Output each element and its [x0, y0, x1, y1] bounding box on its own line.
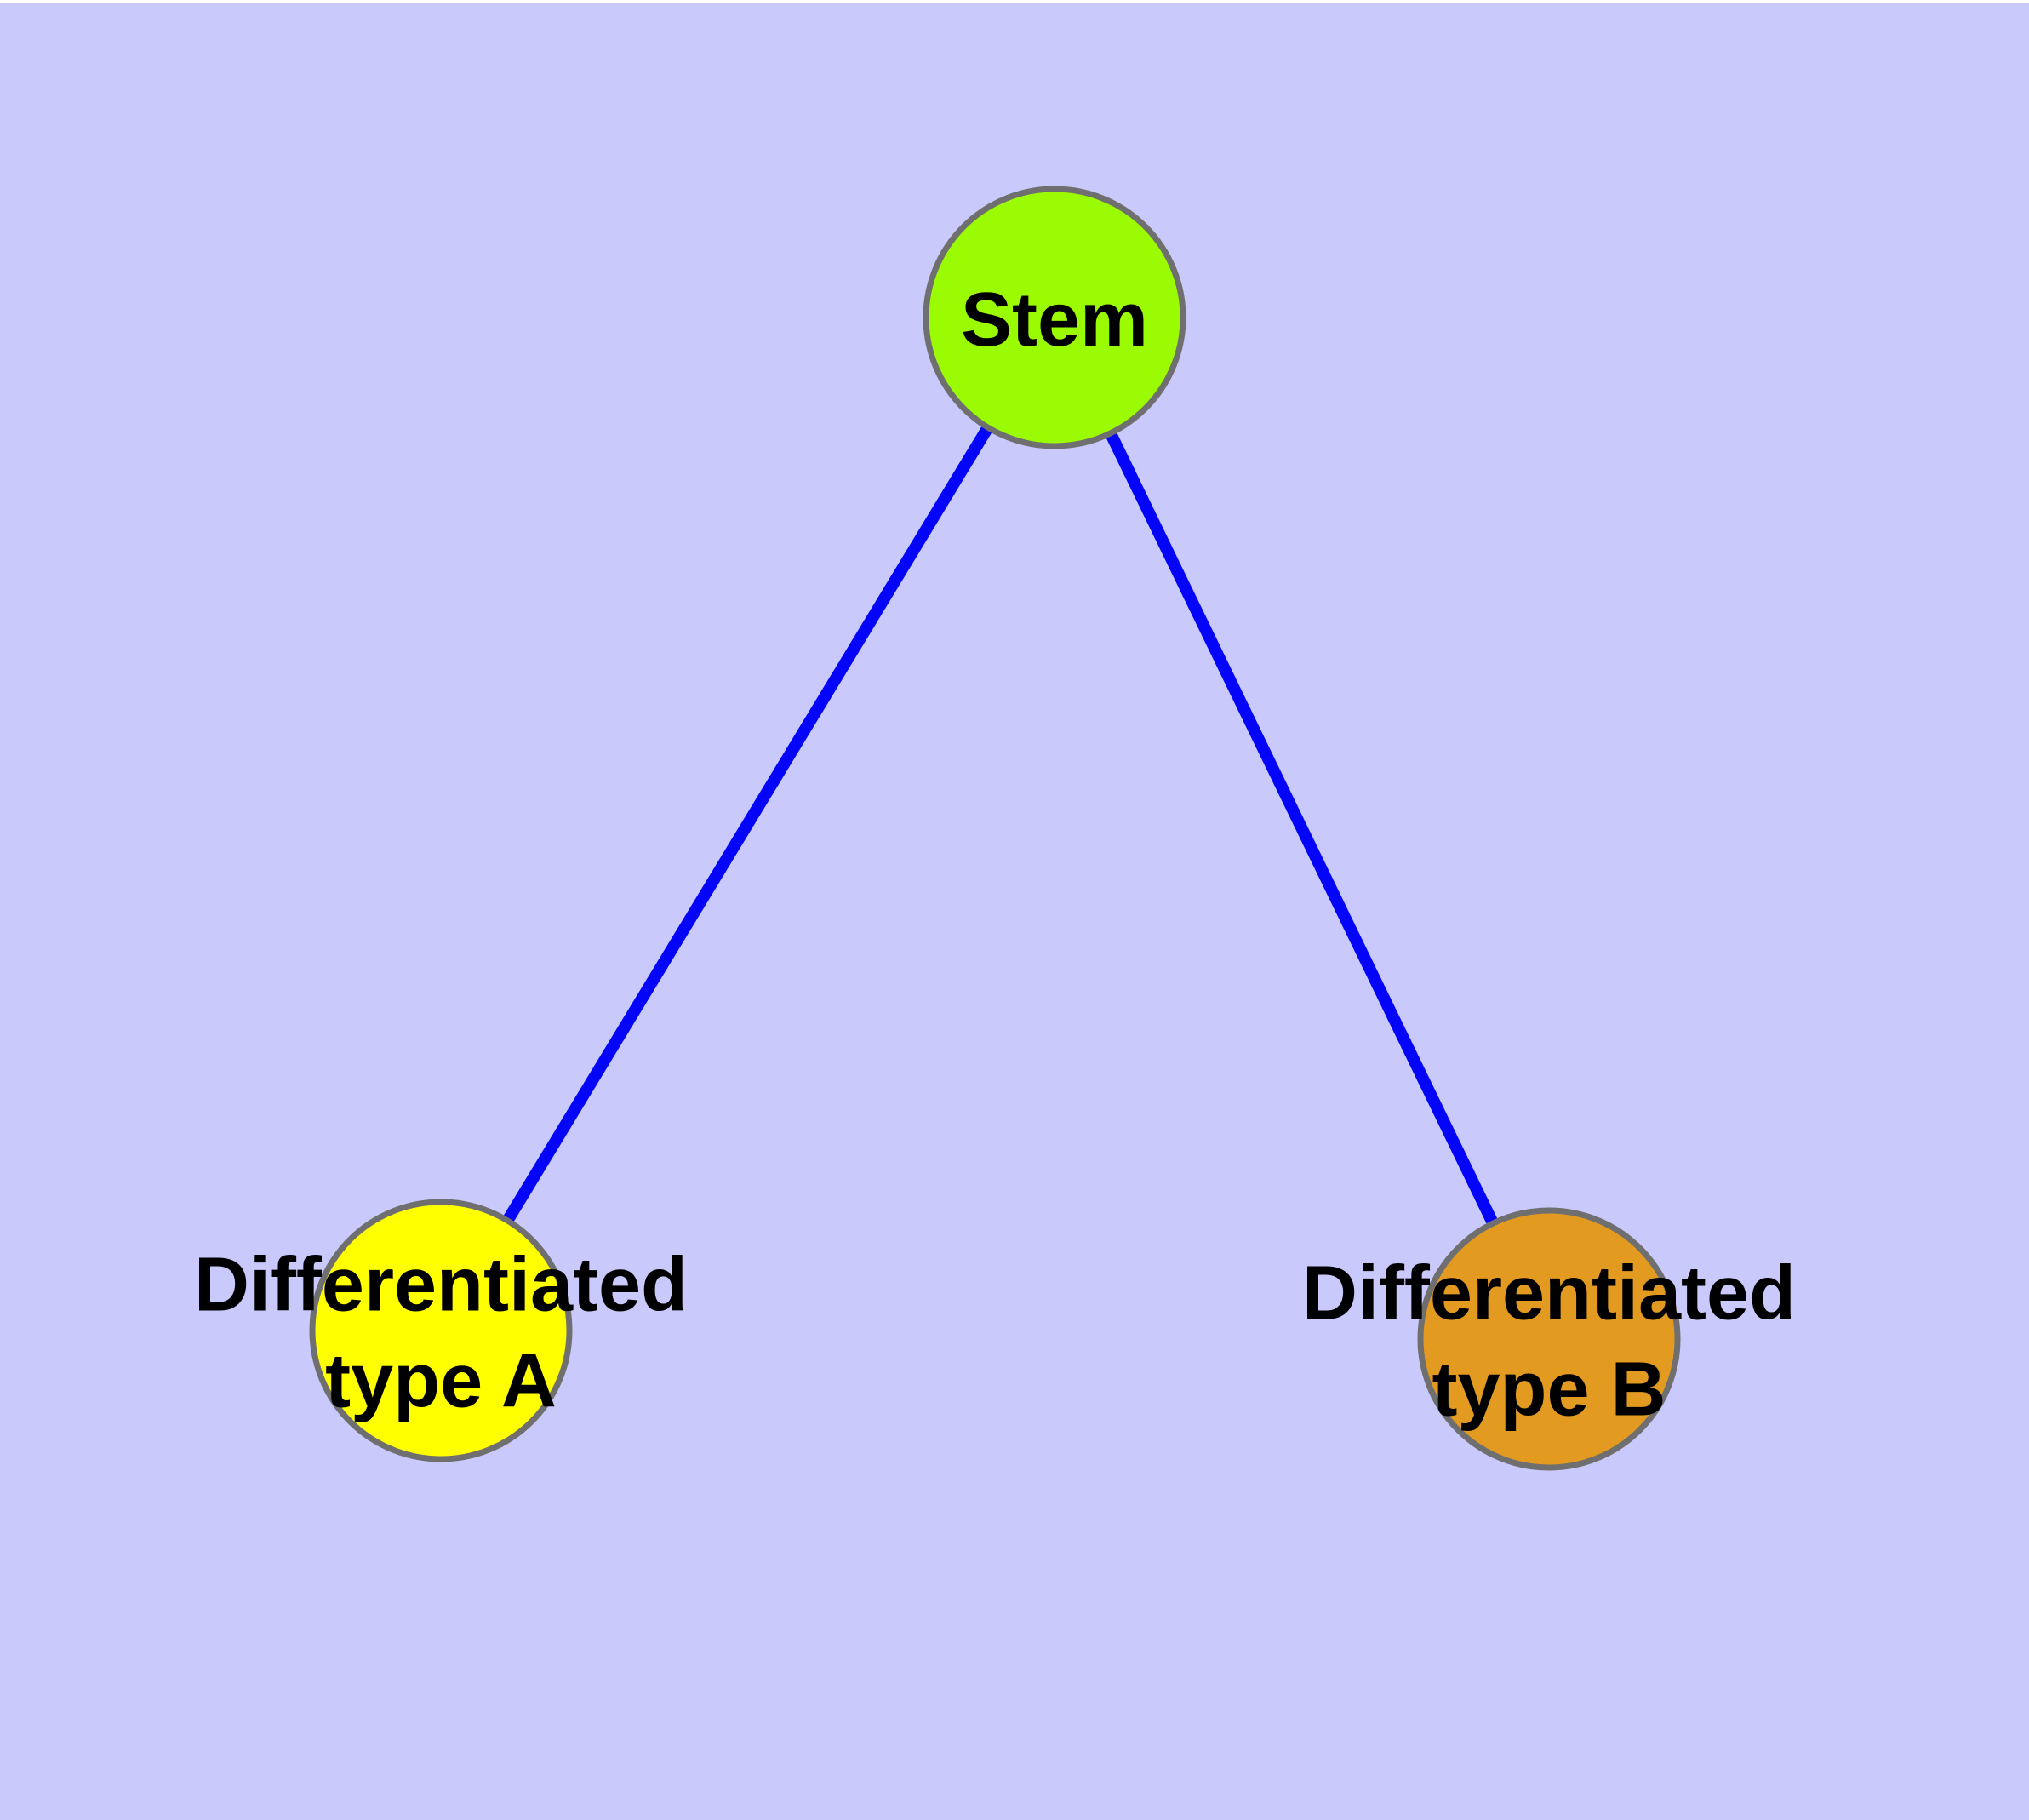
edge-stem-to-differentiated-type-b — [1049, 314, 1555, 1342]
node-circle-differentiated-type-a — [309, 1199, 573, 1462]
node-circle-stem — [923, 186, 1186, 449]
node-stem: Stem — [923, 186, 1186, 449]
edge-stem-to-differentiated-type-a — [436, 314, 1060, 1334]
node-label-stem: Stem — [961, 278, 1148, 363]
edges-layer — [436, 314, 1555, 1342]
node-differentiated-type-b: Differentiated type B — [1302, 1207, 1796, 1471]
node-circle-differentiated-type-b — [1417, 1207, 1681, 1471]
node-label-differentiated-type-b: Differentiated type B — [1302, 1251, 1796, 1433]
node-differentiated-type-a: Differentiated type A — [194, 1199, 688, 1462]
node-label-line: type A — [325, 1339, 557, 1424]
node-label-line: Stem — [961, 278, 1148, 363]
node-label-line: Differentiated — [1302, 1251, 1796, 1336]
node-label-line: Differentiated — [194, 1243, 688, 1328]
node-label-line: type B — [1432, 1348, 1666, 1433]
node-label-differentiated-type-a: Differentiated type A — [194, 1243, 688, 1424]
